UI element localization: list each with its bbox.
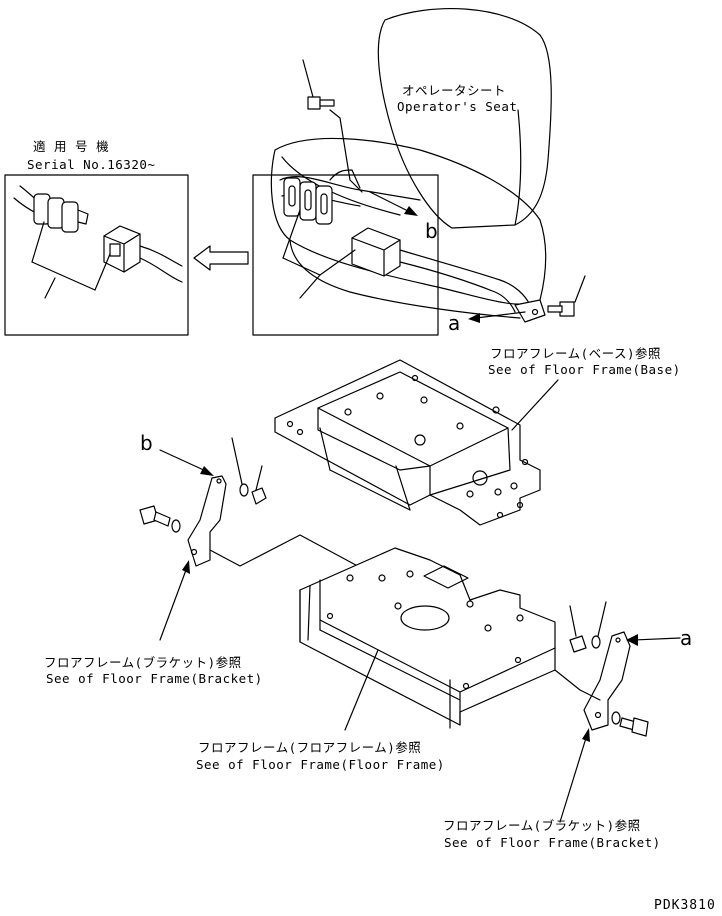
- base-label-jp: フロアフレーム(ベース)参照: [490, 346, 662, 361]
- callout-a-leader: [475, 311, 526, 319]
- left-bracket-nut-washer: [231, 437, 267, 505]
- leader-latch: [282, 209, 301, 259]
- base-label-en: See of Floor Frame(Base): [488, 362, 681, 377]
- seat-label-jp: オペレータシート: [402, 83, 507, 98]
- bracket-left-label-en: See of Floor Frame(Bracket): [46, 671, 263, 686]
- callout-b-leader: [369, 191, 411, 213]
- floor-frame: [299, 547, 556, 729]
- callout-b-bottom: b: [140, 431, 153, 455]
- bracket-right-label-jp: フロアフレーム(ブラケット)参照: [443, 818, 641, 833]
- serial-label-en: Serial No.16320~: [27, 157, 156, 172]
- right-bracket: [583, 631, 631, 731]
- seat-belt-assembly: [279, 169, 546, 323]
- right-connect-line: [554, 669, 601, 701]
- seat-label-en: Operator's Seat: [397, 99, 518, 114]
- right-bracket-bolt: [611, 711, 649, 737]
- callout-a2-leader: [633, 637, 681, 641]
- floor-frame-label-en: See of Floor Frame(Floor Frame): [196, 757, 445, 772]
- callout-a-top: a: [448, 311, 461, 335]
- callout-a-bottom: a: [680, 626, 693, 650]
- serial-label-jp: 適 用 号 機: [33, 139, 110, 154]
- right-bracket-nut-washer: [569, 601, 607, 653]
- left-bracket: [187, 475, 227, 567]
- seat-belt-detail-box: [252, 174, 439, 336]
- floor-frame-label-jp: フロアフレーム(フロアフレーム)参照: [198, 740, 422, 755]
- right-bracket-leader: [559, 737, 587, 823]
- belt-latch-plate: [283, 177, 333, 225]
- left-bracket-bolt: [139, 505, 181, 533]
- floor-frame-base: [274, 359, 541, 526]
- drawing-code: PDK3810: [654, 898, 716, 913]
- seat-top-bolt: [302, 59, 335, 110]
- detail-seat-belt: [13, 185, 183, 283]
- left-bracket-leader: [159, 569, 187, 641]
- serial-detail-box: [4, 174, 189, 336]
- seat-right-bolt: [547, 275, 586, 317]
- base-leader: [511, 379, 559, 431]
- floor-frame-leader: [344, 649, 379, 731]
- callout-b2-leader: [159, 449, 209, 473]
- bracket-right-label-en: See of Floor Frame(Bracket): [444, 835, 661, 850]
- belt-buckle: [351, 227, 401, 277]
- bolt-path-line: [329, 109, 363, 193]
- bracket-left-label-jp: フロアフレーム(ブラケット)参照: [44, 655, 242, 670]
- bracket-connect-line: [209, 534, 381, 579]
- callout-b-top: b: [425, 219, 438, 243]
- direction-arrow: [193, 245, 249, 271]
